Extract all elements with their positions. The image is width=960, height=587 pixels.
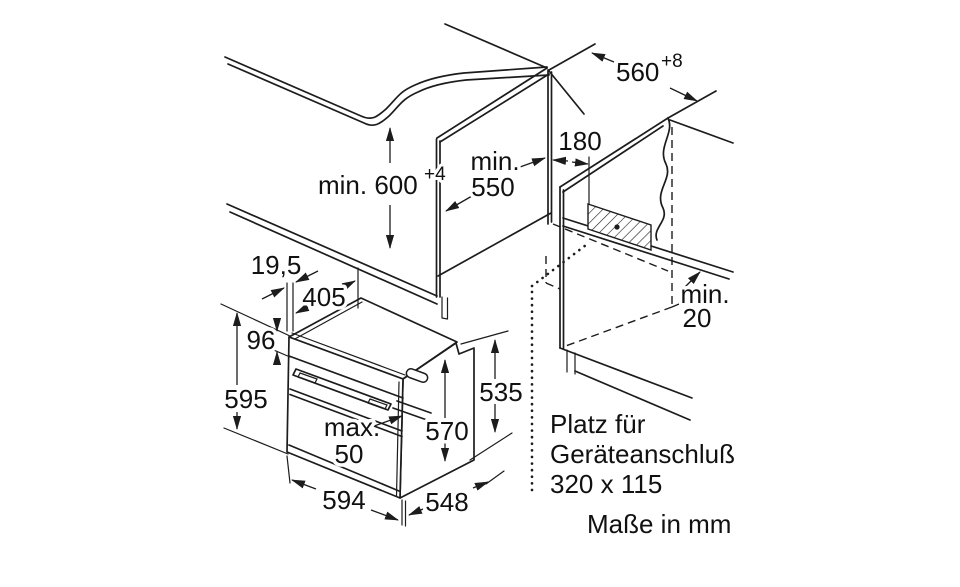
dim-rear-clearance-label-2: 20 — [683, 303, 712, 333]
cabinet-plinth-right — [566, 349, 576, 375]
dim-handle-label-1: max. — [324, 412, 380, 442]
connection-point-dot — [614, 224, 620, 230]
dim-connection-offset-label: 180 — [558, 126, 601, 156]
side-grip-slot — [405, 368, 429, 383]
connection-note-line-1: Platz für — [550, 409, 646, 439]
niche-hidden-edges — [545, 127, 711, 348]
connection-leader-dotted — [530, 243, 588, 492]
handle-bracket-left — [297, 372, 318, 384]
torn-edge-wave — [655, 117, 671, 241]
dim-oven-width-label: 594 — [322, 485, 365, 515]
dim-front-gap-label: 19,5 — [251, 250, 302, 280]
dim-handle-label-2: 50 — [335, 439, 364, 469]
tall-cabinet-side-panel — [226, 67, 553, 320]
handle-bracket-right — [367, 398, 388, 410]
cabinet-plinth-left — [441, 296, 449, 320]
dim-niche-depth-label-2: 550 — [471, 172, 514, 202]
dim-oven-height-label: 595 — [224, 384, 267, 414]
dim-niche-depth-label-1: min. — [470, 146, 519, 176]
dim-body-height-label: 535 — [479, 377, 522, 407]
dim-niche-height-tolerance: +4 — [424, 164, 446, 185]
units-note: Maße in mm — [587, 509, 731, 539]
worktop-outline — [224, 23, 734, 144]
connection-note-line-2: Geräteanschluß — [550, 439, 735, 469]
oven-body — [286, 297, 475, 499]
dim-niche-width-label: 560 — [616, 57, 659, 87]
dimension-arrows — [232, 52, 701, 521]
connection-area — [587, 156, 652, 251]
dim-niche-width-tolerance: +8 — [661, 51, 683, 72]
dim-body-depth-label: 548 — [425, 487, 468, 517]
dim-top-depth-label: 405 — [302, 282, 345, 312]
dim-door-height-label: 570 — [425, 416, 468, 446]
control-panel-line — [288, 355, 404, 399]
dim-rear-clearance-label-1: min. — [680, 279, 729, 309]
dim-niche-height-label: min. 600 — [318, 170, 418, 200]
connection-note-line-3: 320 x 115 — [550, 469, 662, 499]
dim-panel-height-label: 96 — [247, 325, 276, 355]
